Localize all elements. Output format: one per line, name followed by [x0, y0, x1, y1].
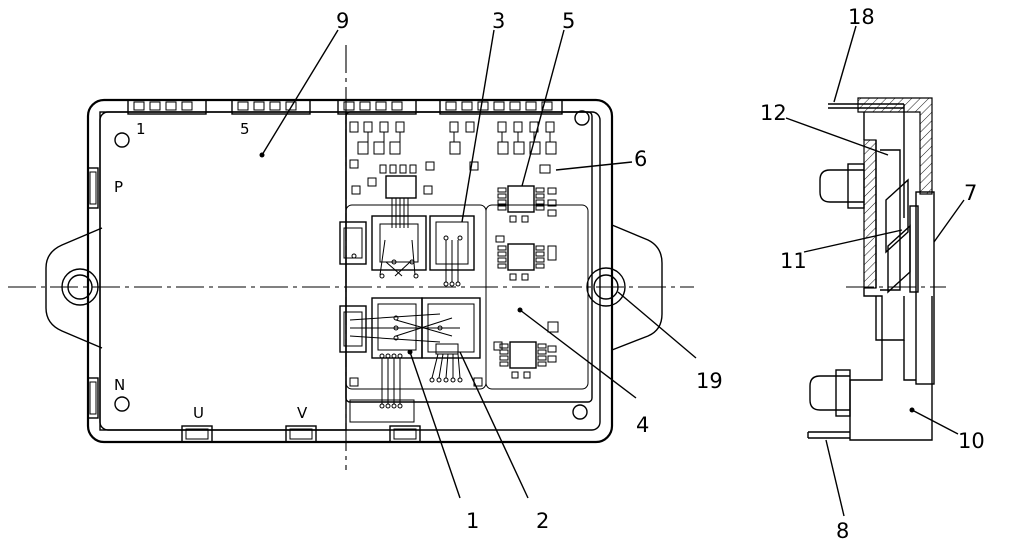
- terminal-slot-n: [87, 377, 99, 419]
- terminal-label-5: 5: [240, 120, 250, 138]
- bottom-wire-bundle-left: [379, 353, 403, 409]
- terminal-slot-p: [87, 167, 99, 209]
- die-bottom-left: [339, 305, 367, 353]
- cover-plate: [99, 111, 347, 431]
- terminal-w: [389, 425, 421, 443]
- side-pin-upper: [819, 163, 865, 209]
- side-view: 18 12 7 11 10 8: [760, 5, 985, 543]
- callout-19: 19: [696, 369, 723, 393]
- top-pin-row-3: [337, 99, 417, 115]
- callout-2: 2: [536, 509, 549, 533]
- callout-7: 7: [964, 181, 977, 205]
- corner-hole-top-right: [574, 110, 590, 126]
- callout-11: 11: [780, 249, 807, 273]
- right-mounting-ear: [611, 224, 663, 351]
- callout-1: 1: [466, 509, 479, 533]
- side-leaders: [785, 25, 965, 517]
- callout-8: 8: [836, 519, 849, 543]
- top-pin-row-1: [127, 99, 207, 115]
- callout-10: 10: [958, 429, 985, 453]
- callout-12: 12: [760, 101, 787, 125]
- bottom-pad-strip: [349, 399, 415, 423]
- module-housing-outer: [86, 98, 614, 444]
- top-pin-row-5: [231, 99, 311, 115]
- side-body: [849, 112, 933, 441]
- driver-ic-right-3: [493, 321, 559, 379]
- callout-6: 6: [634, 147, 647, 171]
- cover-7: [915, 191, 935, 385]
- front-view: 1 5 P N U V 9 3 5 6 19 4 1 2: [8, 9, 723, 533]
- side-wall-hatched: [863, 139, 877, 289]
- driver-ic-top: [367, 164, 417, 228]
- bond-wires: [349, 239, 461, 343]
- front-leaders: [259, 29, 697, 499]
- driver-ic-right-2: [495, 235, 557, 281]
- terminal-label-u: U: [193, 404, 204, 422]
- callout-5: 5: [562, 9, 575, 33]
- terminal-label-p: P: [114, 178, 123, 196]
- side-pin-lower: [809, 369, 851, 417]
- die-top-center: [371, 215, 427, 271]
- left-mounting-ear: [45, 227, 103, 349]
- callout-9: 9: [336, 9, 349, 33]
- callout-3: 3: [492, 9, 505, 33]
- terminal-label-v: V: [297, 404, 308, 422]
- corner-hole-bottom-right: [572, 404, 588, 420]
- terminal-u: [181, 425, 213, 443]
- terminal-label-n: N: [114, 376, 125, 394]
- terminal-label-1: 1: [136, 120, 146, 138]
- callout-18: 18: [848, 5, 875, 29]
- corner-hole-bottom-left: [114, 396, 130, 412]
- callout-4: 4: [636, 413, 649, 437]
- terminal-v: [285, 425, 317, 443]
- bottom-wire-bundle-right: [429, 343, 463, 383]
- pcb-top-pads: [349, 121, 557, 195]
- top-pin-row-4: [439, 99, 563, 115]
- corner-hole-top-left: [114, 132, 130, 148]
- driver-ic-right-1: [497, 185, 557, 223]
